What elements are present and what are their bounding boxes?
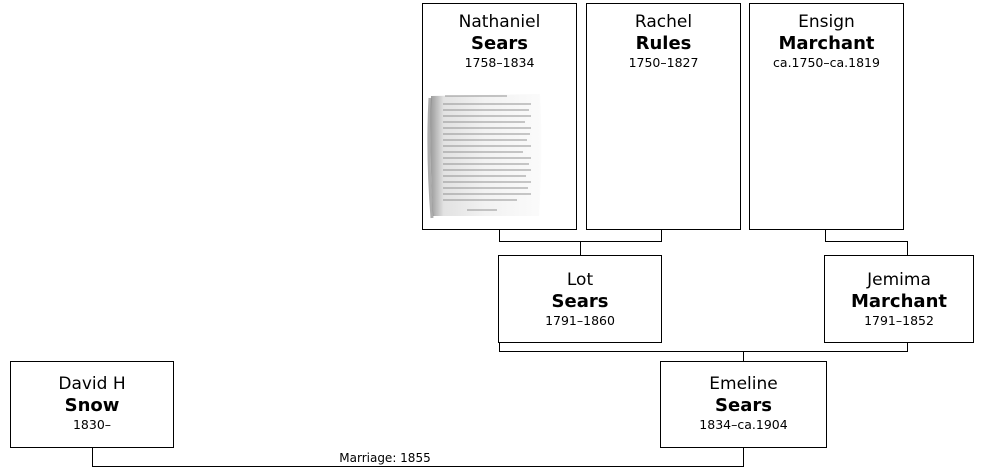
connector <box>499 342 500 351</box>
marriage-line <box>92 466 744 467</box>
connector <box>907 342 908 351</box>
life-dates: 1758–1834 <box>464 55 535 70</box>
life-dates: 1791–1852 <box>864 313 934 328</box>
person-box-lot[interactable]: Lot Sears 1791–1860 <box>498 255 662 343</box>
life-dates: 1830– <box>72 417 112 432</box>
connector <box>580 241 581 255</box>
life-dates: 1791–1860 <box>545 313 615 328</box>
connector <box>92 447 93 467</box>
connector <box>825 241 908 242</box>
surname: Sears <box>471 33 528 54</box>
person-box-jemima[interactable]: Jemima Marchant 1791–1852 <box>824 255 974 343</box>
document-photo <box>427 88 550 221</box>
person-box-ensign[interactable]: Ensign Marchant ca.1750–ca.1819 <box>749 3 904 230</box>
life-dates: ca.1750–ca.1819 <box>773 55 880 70</box>
connector <box>907 241 908 255</box>
given-name: Lot <box>566 270 594 290</box>
person-box-david[interactable]: David H Snow 1830– <box>10 361 174 448</box>
given-name: Ensign <box>798 12 855 32</box>
person-box-emeline[interactable]: Emeline Sears 1834–ca.1904 <box>660 361 827 448</box>
surname: Rules <box>635 33 692 54</box>
connector <box>499 351 908 352</box>
connector <box>661 229 662 241</box>
surname: Marchant <box>778 33 875 54</box>
connector <box>825 229 826 241</box>
given-name: David H <box>58 374 126 394</box>
connector <box>743 351 744 361</box>
life-dates: 1750–1827 <box>628 55 699 70</box>
given-name: Rachel <box>634 12 693 32</box>
marriage-label: Marriage: 1855 <box>320 451 450 465</box>
given-name: Jemima <box>867 270 931 290</box>
connector <box>743 447 744 467</box>
surname: Snow <box>64 395 120 416</box>
given-name: Emeline <box>709 374 778 394</box>
surname: Sears <box>715 395 772 416</box>
life-dates: 1834–ca.1904 <box>699 417 788 432</box>
surname: Marchant <box>851 291 947 312</box>
given-name: Nathaniel <box>458 12 541 32</box>
surname: Sears <box>551 291 609 312</box>
connector <box>499 229 500 241</box>
person-box-rachel[interactable]: Rachel Rules 1750–1827 <box>586 3 741 230</box>
